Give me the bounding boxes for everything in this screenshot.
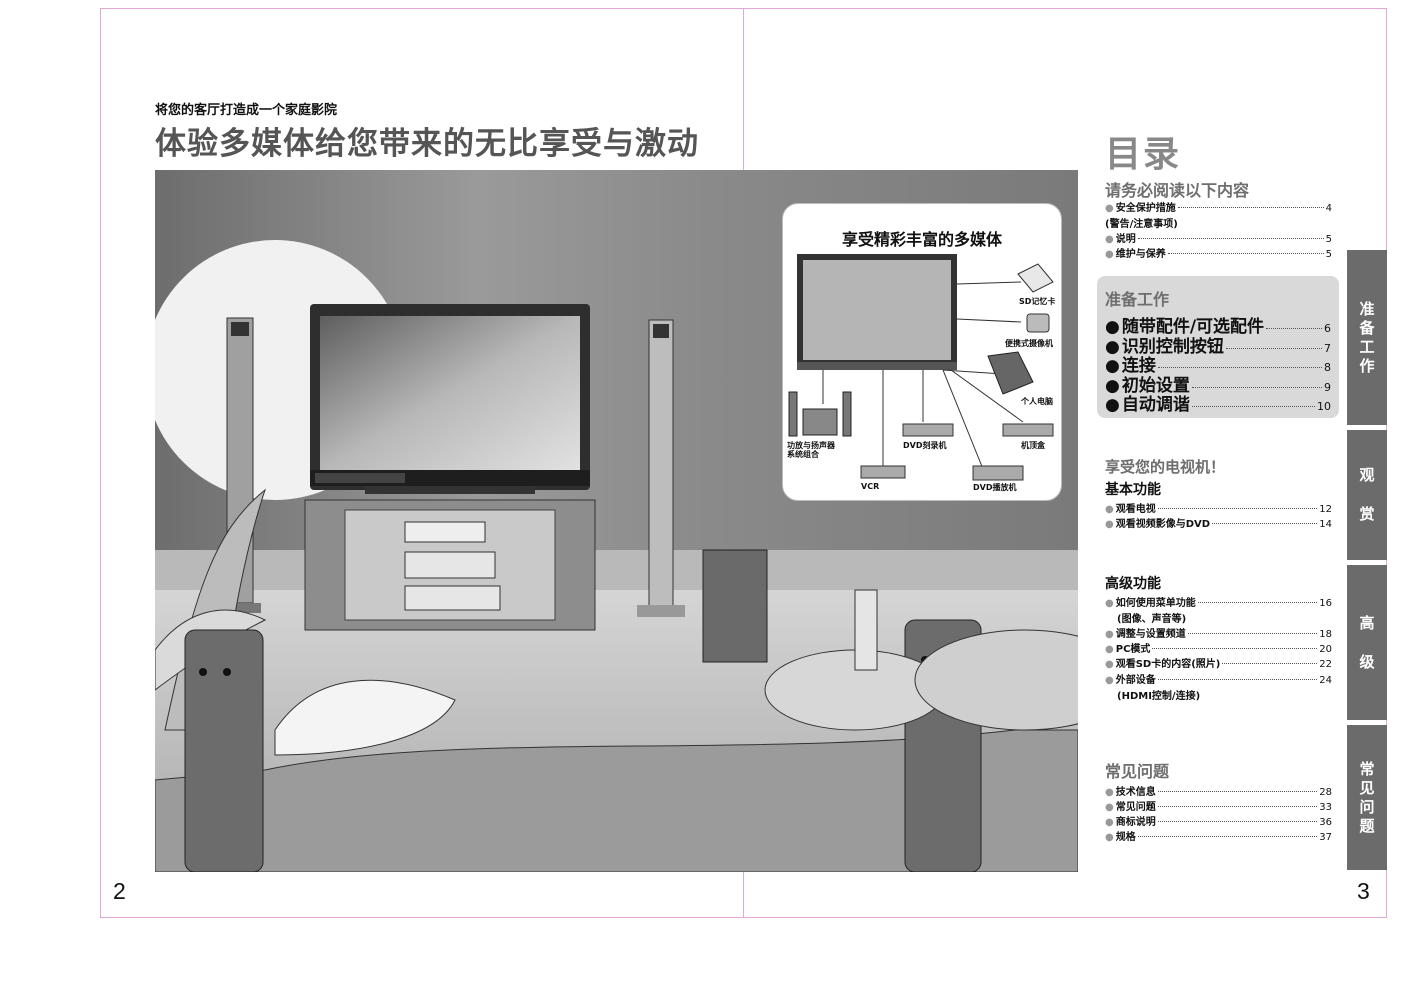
label-camcorder: 便携式摄像机 <box>1005 339 1053 348</box>
toc-note-safety: (警告/注意事项) <box>1105 219 1178 230</box>
camcorder-icon <box>1026 313 1050 333</box>
section-faq-heading: 常见问题 <box>1105 762 1170 781</box>
vcr-icon <box>860 465 906 479</box>
label-dvd-recorder: DVD刻录机 <box>903 441 947 450</box>
section-basic-heading: 基本功能 <box>1105 482 1161 498</box>
section-enjoy-heading: 享受您的电视机！ <box>1105 458 1226 476</box>
toc-note-external: (HDMI控制/连接) <box>1117 691 1201 702</box>
multimedia-diagram <box>788 254 1054 481</box>
label-dvd-player: DVD播放机 <box>973 483 1017 492</box>
toc-title: 目录 <box>1105 134 1182 175</box>
side-tab-faq[interactable]: 常见问题 <box>1347 725 1387 870</box>
section-prep-heading: 准备工作 <box>1105 290 1170 309</box>
label-vcr: VCR <box>861 482 880 491</box>
section-advanced-heading: 高级功能 <box>1105 576 1161 592</box>
label-pc: 个人电脑 <box>1021 397 1053 406</box>
side-tab-prep[interactable]: 准备工作 <box>1347 250 1387 425</box>
multimedia-box-title: 享受精彩丰富的多媒体 <box>841 230 1002 249</box>
label-set-top-box: 机顶盒 <box>1021 441 1045 450</box>
sd-card-icon <box>1017 263 1054 293</box>
label-amp-line2: 系统组合 <box>787 450 819 459</box>
page-number-left: 2 <box>113 878 126 904</box>
multimedia-box: 享受精彩丰富的多媒体 SD记忆卡 便携式摄像机 个人电脑 功放与扬声器 系统组合… <box>782 203 1062 501</box>
living-room-illustration <box>155 170 1078 872</box>
dvd-recorder-icon <box>902 423 954 437</box>
toc-note-menu: (图像、声音等) <box>1117 614 1187 625</box>
label-sd-card: SD记忆卡 <box>1019 297 1056 306</box>
side-tab-advanced[interactable]: 高级 <box>1347 565 1387 720</box>
side-tab-viewing[interactable]: 观赏 <box>1347 430 1387 560</box>
laptop-icon <box>987 351 1034 395</box>
label-amp-line1: 功放与扬声器 <box>787 441 835 450</box>
dvd-player-icon <box>972 465 1024 481</box>
page-number-right: 3 <box>1357 878 1370 904</box>
page-headline: 体验多媒体给您带来的无比享受与激动 <box>155 126 699 162</box>
toc-entry-sd-card[interactable]: ●观看SD卡的内容(照片)22 <box>1105 659 1332 670</box>
audio-system-icon <box>802 408 838 436</box>
kicker-text: 将您的客厅打造成一个家庭影院 <box>155 103 338 118</box>
section-must-read-heading: 请务必阅读以下内容 <box>1105 181 1250 200</box>
prep-section-box <box>1097 276 1339 418</box>
set-top-box-icon <box>1002 423 1054 437</box>
